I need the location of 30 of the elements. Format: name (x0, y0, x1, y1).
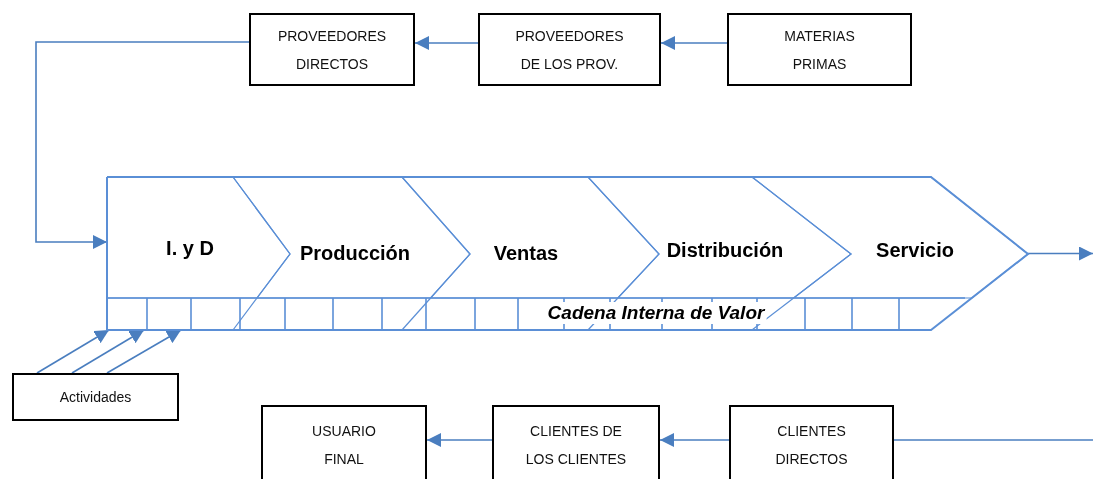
process-box (249, 13, 415, 86)
arrow (426, 433, 493, 447)
process-box (492, 405, 660, 479)
process-box (727, 13, 912, 86)
arrow (659, 433, 730, 447)
process-box (12, 373, 179, 421)
arrow (414, 36, 479, 50)
stage-label: Servicio (876, 238, 954, 262)
stage-label: Producción (300, 241, 410, 265)
box-label: Actividades (59, 388, 132, 407)
process-box (729, 405, 894, 479)
box-label: MATERIAS PRIMAS (783, 26, 856, 74)
connector-line (893, 439, 1093, 441)
box-label: CLIENTES DIRECTOS (774, 422, 849, 469)
process-box (478, 13, 661, 86)
arrow (1027, 246, 1093, 261)
box-label: CLIENTES DE LOS CLIENTES (524, 422, 628, 469)
arrow (660, 36, 728, 50)
stage-label: Ventas (493, 241, 559, 265)
arrow (106, 329, 182, 374)
process-box (261, 405, 427, 479)
stage-label: I. y D (166, 236, 214, 260)
box-label: USUARIO FINAL (311, 422, 377, 469)
arrow (71, 329, 145, 374)
arrow (36, 329, 110, 374)
arrow (35, 41, 250, 249)
box-label: PROVEEDORES DE LOS PROV. (514, 26, 625, 74)
stage-label: Distribución (666, 238, 784, 262)
box-label: PROVEEDORES DIRECTOS (276, 26, 388, 74)
chain-title: Cadena Interna de Valor (545, 302, 767, 324)
